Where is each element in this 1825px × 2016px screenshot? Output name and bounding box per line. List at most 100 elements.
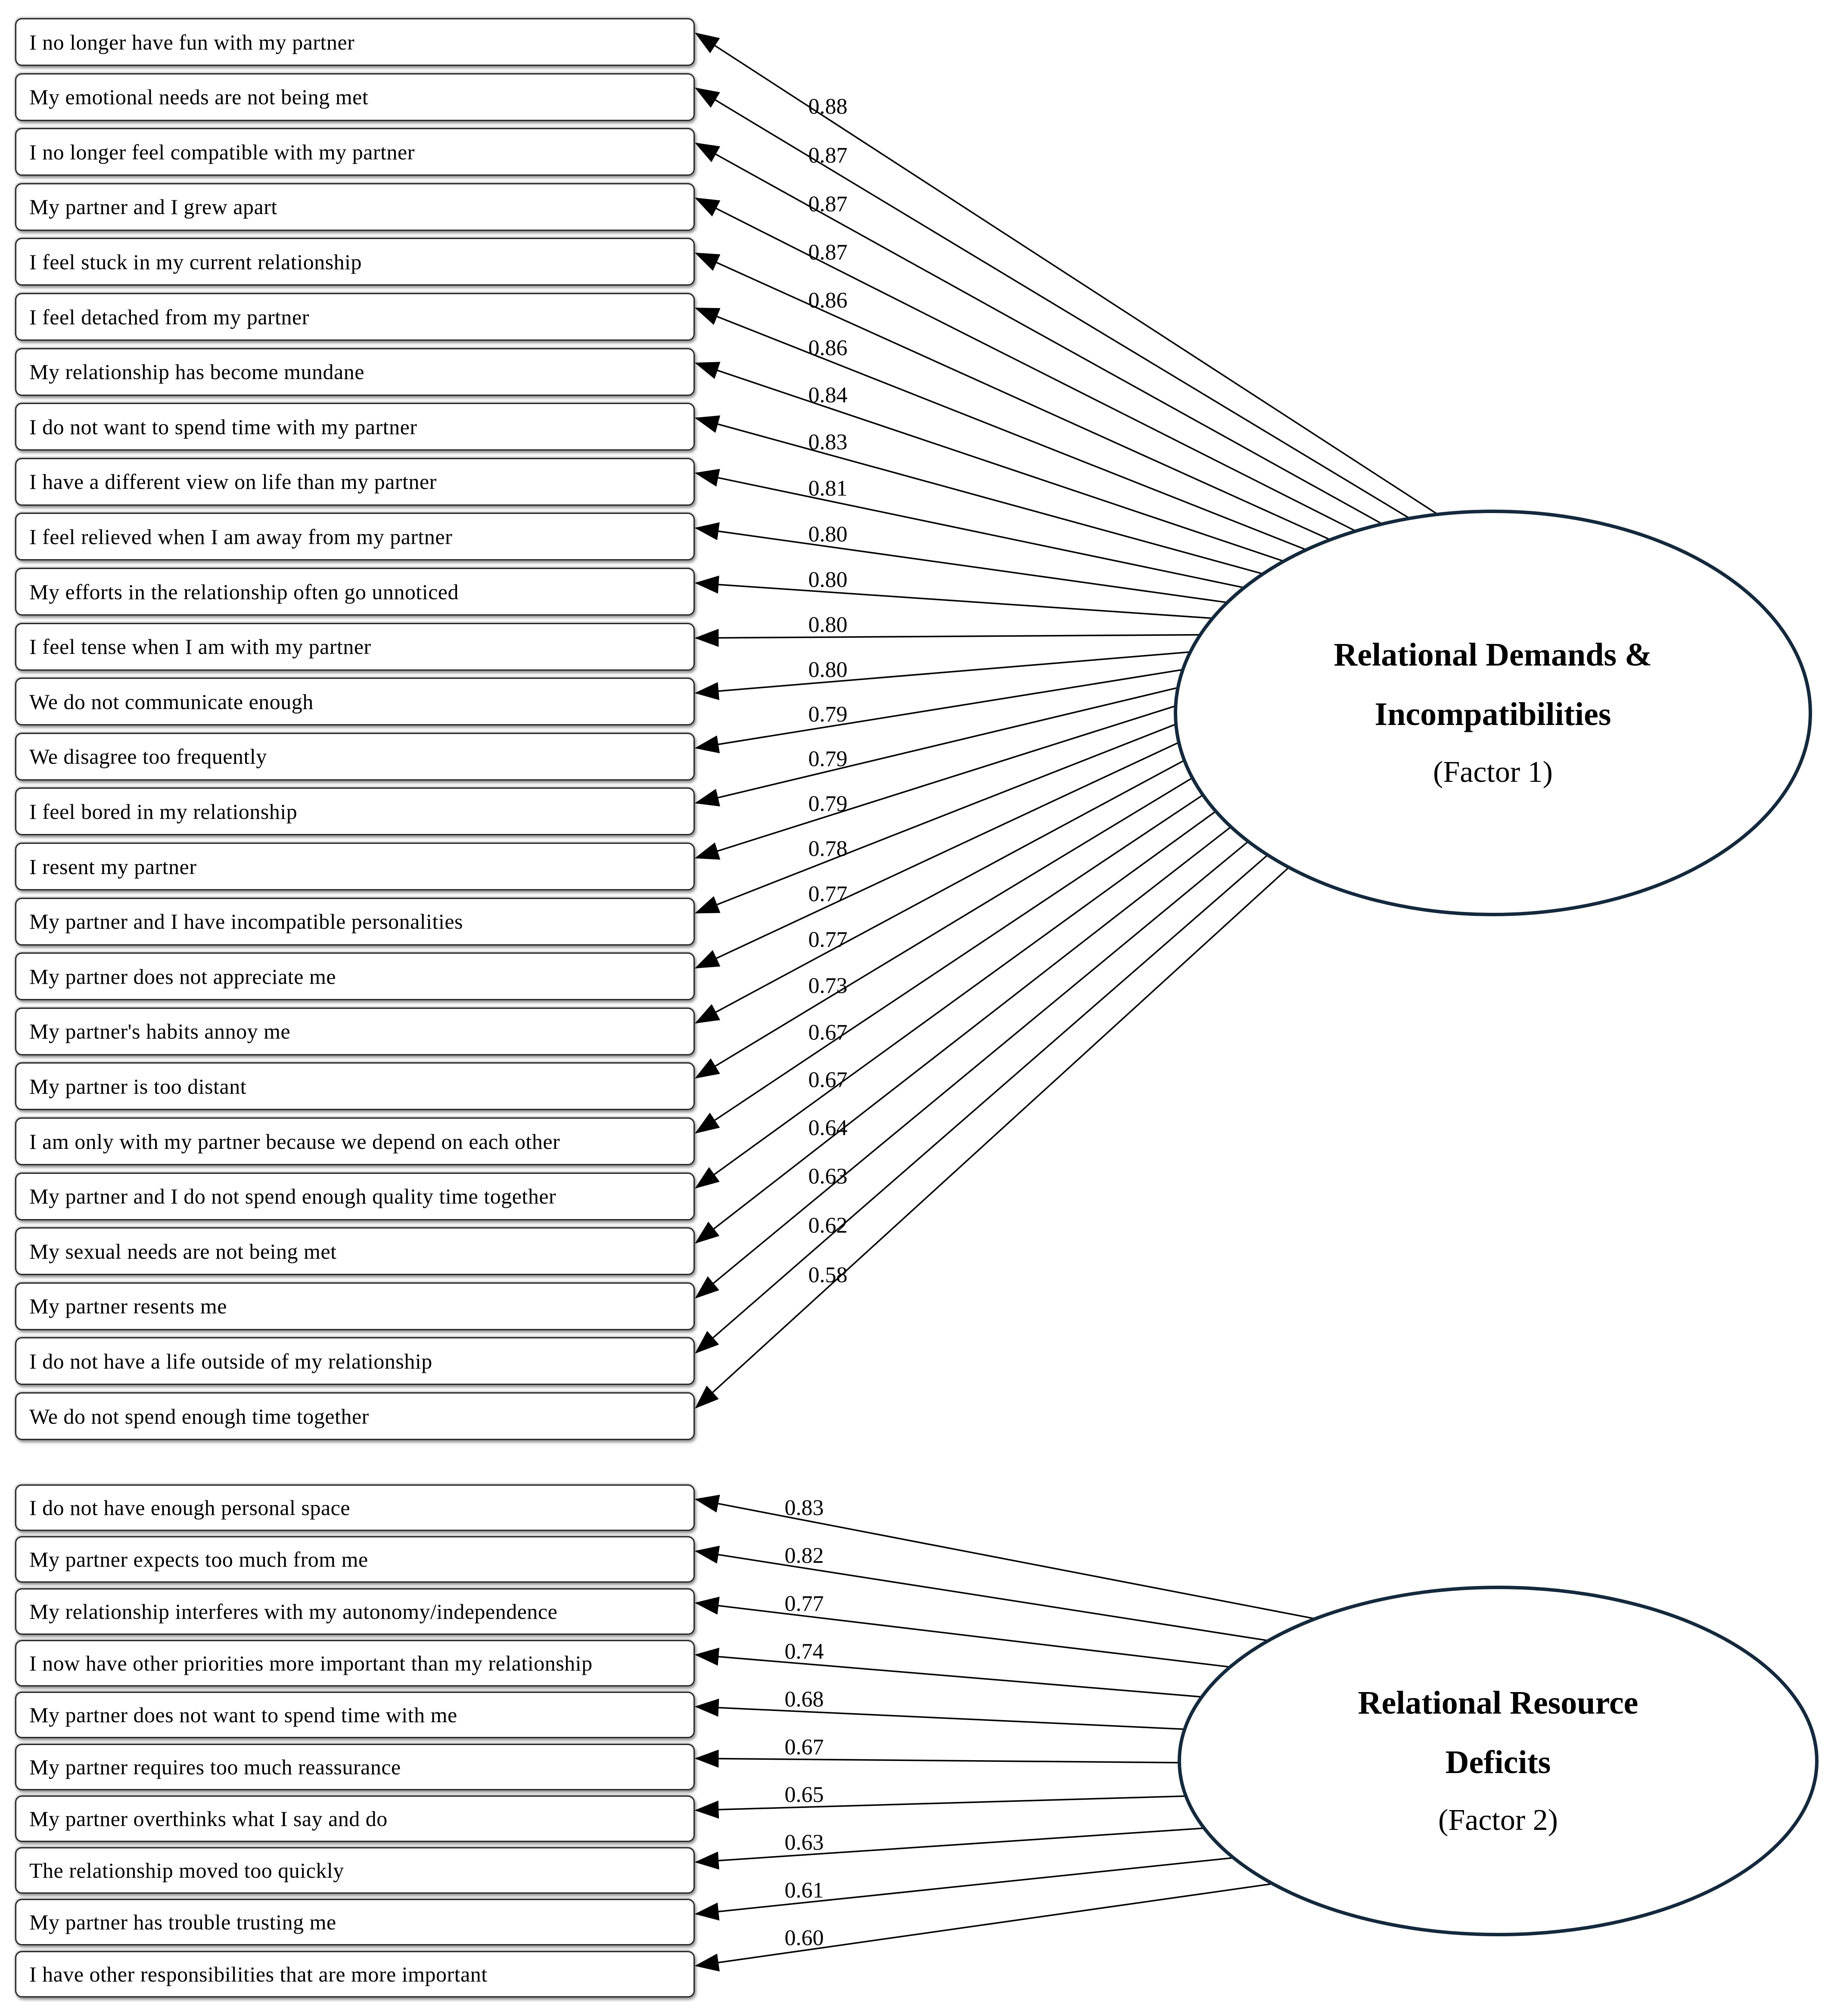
item-text: My partner's habits annoy me xyxy=(29,1019,291,1044)
factor-loading-path xyxy=(694,415,1263,575)
item-box: I now have other priorities more importa… xyxy=(15,1640,695,1686)
item-text: I feel detached from my partner xyxy=(29,305,309,329)
factor-loading-path xyxy=(694,628,1200,647)
item-text: My relationship has become mundane xyxy=(29,360,364,384)
item-text: My efforts in the relationship often go … xyxy=(29,579,459,604)
factor-loading-path xyxy=(695,810,1216,1189)
factor-loading-path xyxy=(694,705,1176,860)
item-box: We disagree too frequently xyxy=(15,732,695,781)
factor1-name-line2: Incompatibilities xyxy=(1374,696,1611,732)
loading-value: 0.86 xyxy=(808,288,848,313)
loading-value: 0.79 xyxy=(808,792,848,816)
item-box: I no longer feel compatible with my part… xyxy=(15,128,695,176)
factor-loading-path xyxy=(694,1749,1180,1768)
loading-value: 0.67 xyxy=(808,1020,848,1045)
item-box: I feel stuck in my current relationship xyxy=(15,238,695,286)
factor-loading-path xyxy=(695,840,1249,1299)
item-text: I have other responsibilities that are m… xyxy=(29,1962,488,1986)
factor-loading-path xyxy=(694,759,1185,1024)
item-text: My partner does not appreciate me xyxy=(29,964,336,989)
loading-value: 0.78 xyxy=(808,837,848,861)
item-box: We do not communicate enough xyxy=(15,678,695,726)
factor-loading-path xyxy=(695,826,1231,1244)
item-box: My partner requires too much reassurance xyxy=(15,1743,695,1790)
item-box: I do not have enough personal space xyxy=(15,1484,695,1531)
item-box: My partner overthinks what I say and do xyxy=(15,1795,695,1842)
loading-value: 0.87 xyxy=(808,143,848,168)
factor-loading-path xyxy=(694,1827,1204,1870)
item-box: My relationship interferes with my auton… xyxy=(15,1588,695,1635)
loading-value: 0.77 xyxy=(785,1591,824,1616)
loading-value: 0.67 xyxy=(808,1068,848,1092)
factor1-subtitle: (Factor 1) xyxy=(1433,756,1553,789)
loading-value: 0.61 xyxy=(785,1878,824,1903)
item-box: My partner has trouble trusting me xyxy=(15,1899,695,1946)
factor1-name-line1: Relational Demands & xyxy=(1334,637,1652,673)
loading-value: 0.74 xyxy=(785,1639,824,1664)
factor-loading-path xyxy=(694,1699,1185,1730)
item-text: My partner does not want to spend time w… xyxy=(29,1703,457,1727)
item-box: My partner does not want to spend time w… xyxy=(15,1692,695,1739)
item-text: I do not have enough personal space xyxy=(29,1496,351,1520)
loading-value: 0.67 xyxy=(785,1735,824,1759)
item-text: I am only with my partner because we dep… xyxy=(29,1129,560,1154)
loading-value: 0.64 xyxy=(808,1116,848,1140)
item-box: My emotional needs are not being met xyxy=(15,73,695,121)
item-box: My partner resents me xyxy=(15,1282,695,1330)
factor-loading-path xyxy=(694,1647,1202,1698)
loading-value: 0.80 xyxy=(808,567,848,592)
loading-value: 0.58 xyxy=(808,1263,848,1288)
factor-loading-path xyxy=(694,1795,1186,1819)
loading-value: 0.80 xyxy=(808,522,848,547)
item-text: My partner requires too much reassurance xyxy=(29,1755,401,1779)
item-text: My relationship interferes with my auton… xyxy=(29,1599,558,1624)
factor-loading-path xyxy=(695,87,1410,519)
item-box: My partner and I do not spend enough qua… xyxy=(15,1172,695,1220)
item-text: I have a different view on life than my … xyxy=(29,470,437,494)
loading-value: 0.79 xyxy=(808,702,848,727)
item-text: My partner and I do not spend enough qua… xyxy=(29,1184,557,1209)
item-text: I no longer feel compatible with my part… xyxy=(29,140,415,164)
factor-loading-path xyxy=(694,687,1178,807)
loading-value: 0.80 xyxy=(808,613,848,637)
factor-loading-path xyxy=(694,143,1383,525)
factor1-label: Relational Demands & Incompatibilities (… xyxy=(1191,601,1794,825)
item-text: My partner has trouble trusting me xyxy=(29,1910,336,1935)
factor-loading-path xyxy=(695,794,1203,1134)
loading-value: 0.77 xyxy=(808,927,848,952)
item-box: I resent my partner xyxy=(15,843,695,890)
item-text: My partner and I grew apart xyxy=(29,195,277,219)
loading-value: 0.84 xyxy=(808,383,848,408)
factor-loading-path xyxy=(694,361,1284,562)
item-text: The relationship moved too quickly xyxy=(29,1858,344,1883)
factor2-name-line1: Relational Resource xyxy=(1358,1685,1638,1721)
loading-value: 0.83 xyxy=(808,430,848,454)
factor2-subtitle: (Factor 2) xyxy=(1438,1804,1558,1837)
item-box: I feel detached from my partner xyxy=(15,293,695,341)
loading-value: 0.83 xyxy=(785,1496,824,1520)
factor-loading-path xyxy=(695,867,1290,1409)
item-text: We do not communicate enough xyxy=(29,689,314,714)
item-text: My partner and I have incompatible perso… xyxy=(29,909,463,934)
factor-loading-path xyxy=(694,307,1307,551)
item-box: We do not spend enough time together xyxy=(15,1392,695,1440)
factor-loading-path xyxy=(694,576,1213,619)
item-box: My sexual needs are not being met xyxy=(15,1227,695,1276)
item-text: I feel relieved when I am away from my p… xyxy=(29,524,453,549)
factor-loading-path xyxy=(694,1857,1234,1921)
item-box: I do not have a life outside of my relat… xyxy=(15,1337,695,1385)
factor-loading-path xyxy=(695,777,1193,1079)
factor-loading-path xyxy=(694,197,1356,532)
item-box: The relationship moved too quickly xyxy=(15,1847,695,1894)
loading-value: 0.63 xyxy=(808,1164,848,1189)
item-box: I have other responsibilities that are m… xyxy=(15,1951,695,1997)
factor-loading-path xyxy=(694,469,1244,589)
factor-loading-path xyxy=(694,723,1176,914)
factor2-label: Relational Resource Deficits (Factor 2) xyxy=(1197,1649,1800,1873)
item-text: I do not have a life outside of my relat… xyxy=(29,1349,432,1373)
item-box: My partner's habits annoy me xyxy=(15,1007,695,1055)
factor-loading-path xyxy=(695,32,1438,515)
loading-value: 0.87 xyxy=(808,240,848,265)
item-box: My partner and I have incompatible perso… xyxy=(15,897,695,946)
item-box: My partner is too distant xyxy=(15,1062,695,1111)
